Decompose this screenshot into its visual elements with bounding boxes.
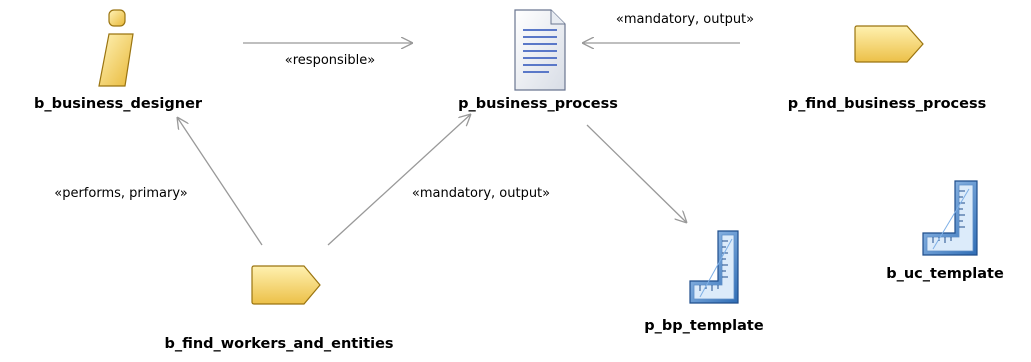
node-label-find-business-process: p_find_business_process <box>787 96 987 112</box>
edge-label-mandatory-output-top: «mandatory, output» <box>615 12 755 27</box>
edge-performs-primary <box>177 117 263 246</box>
node-label-bp-template: p_bp_template <box>644 318 764 334</box>
node-label-uc-template: b_uc_template <box>886 266 1004 282</box>
template-icon <box>922 180 978 256</box>
template-icon <box>689 230 739 304</box>
activity-icon <box>854 25 924 63</box>
edge-label-mandatory-output-mid: «mandatory, output» <box>411 186 551 201</box>
edge-label-performs-primary: «performs, primary» <box>54 186 188 201</box>
node-label-find-workers-and-entities: b_find_workers_and_entities <box>164 336 394 352</box>
edge-process-to-bp-template <box>586 124 687 223</box>
business-worker-icon <box>98 9 134 87</box>
activity-icon <box>251 265 321 305</box>
document-icon <box>514 9 566 91</box>
node-label-business-designer: b_business_designer <box>33 96 203 112</box>
edge-mandatory-output-mid <box>327 114 471 246</box>
edge-label-responsible: «responsible» <box>284 53 376 68</box>
node-label-business-process: p_business_process <box>458 96 618 112</box>
